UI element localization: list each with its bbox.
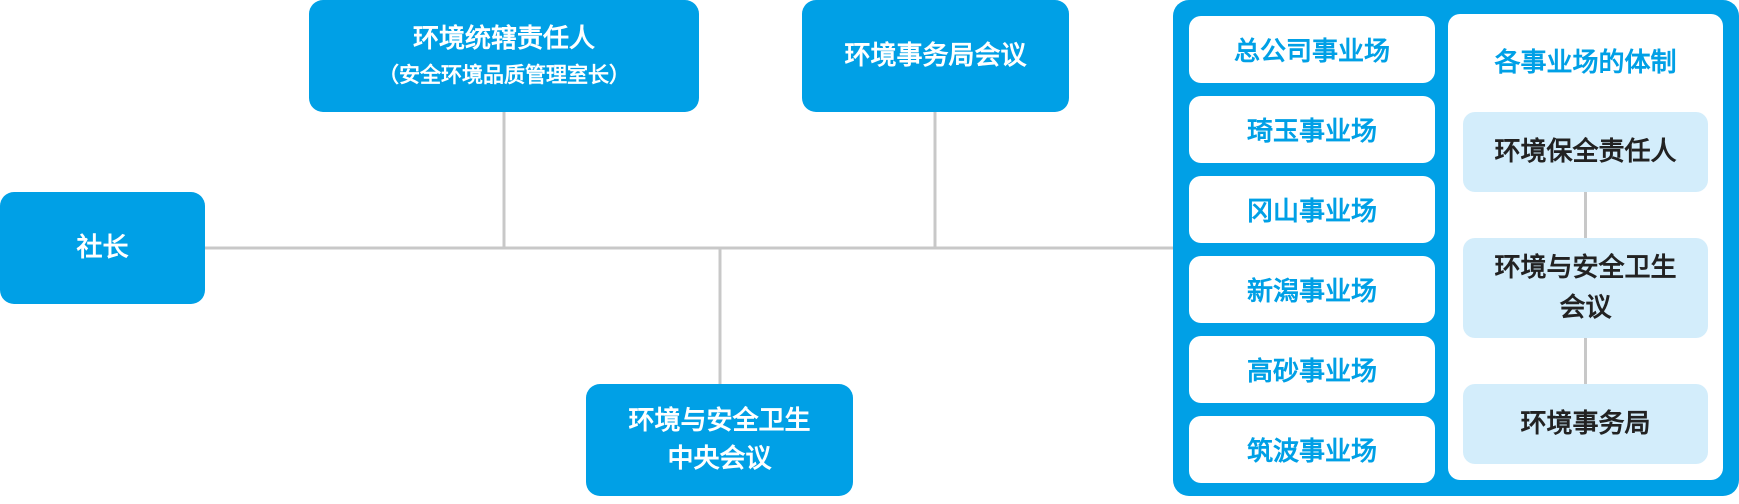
env-manager-subtitle: （安全环境品质管理室长）	[378, 63, 630, 87]
site-item: 新潟事业场	[1189, 256, 1435, 323]
site-safety-meeting-label-line2: 会议	[1559, 293, 1612, 323]
env-conservation-manager-box: 环境保全责任人	[1463, 112, 1708, 192]
sites-panel: 总公司事业场 琦玉事业场 冈山事业场 新潟事业场 高砂事业场 筑波事业场 各事业…	[1173, 0, 1739, 496]
site-item: 总公司事业场	[1189, 16, 1435, 83]
env-conservation-manager-label: 环境保全责任人	[1494, 137, 1677, 167]
central-meeting-label-line2: 中央会议	[667, 444, 772, 474]
env-office-label: 环境事务局	[1520, 409, 1651, 439]
central-meeting-box: 环境与安全卫生 中央会议	[586, 384, 853, 496]
system-connector	[1584, 338, 1587, 384]
site-system-title: 各事业场的体制	[1494, 48, 1677, 78]
env-manager-box: 环境统辖责任人 （安全环境品质管理室长）	[309, 0, 699, 112]
env-office-meeting-box: 环境事务局会议	[802, 0, 1069, 112]
central-meeting-label-line1: 环境与安全卫生	[628, 406, 811, 436]
env-manager-label: 环境统辖责任人	[412, 24, 595, 54]
site-item: 琦玉事业场	[1189, 96, 1435, 163]
site-item: 冈山事业场	[1189, 176, 1435, 243]
site-item: 筑波事业场	[1189, 416, 1435, 483]
site-safety-meeting-label-line1: 环境与安全卫生	[1494, 253, 1677, 283]
site-safety-meeting-box: 环境与安全卫生 会议	[1463, 238, 1708, 338]
president-box: 社长	[0, 192, 205, 304]
site-item: 高砂事业场	[1189, 336, 1435, 403]
president-label: 社长	[76, 233, 129, 263]
env-office-box: 环境事务局	[1463, 384, 1708, 464]
env-office-meeting-label: 环境事务局会议	[844, 41, 1027, 71]
site-system-panel: 各事业场的体制 环境保全责任人 环境与安全卫生 会议 环境事务局	[1448, 14, 1723, 480]
system-connector	[1584, 192, 1587, 238]
